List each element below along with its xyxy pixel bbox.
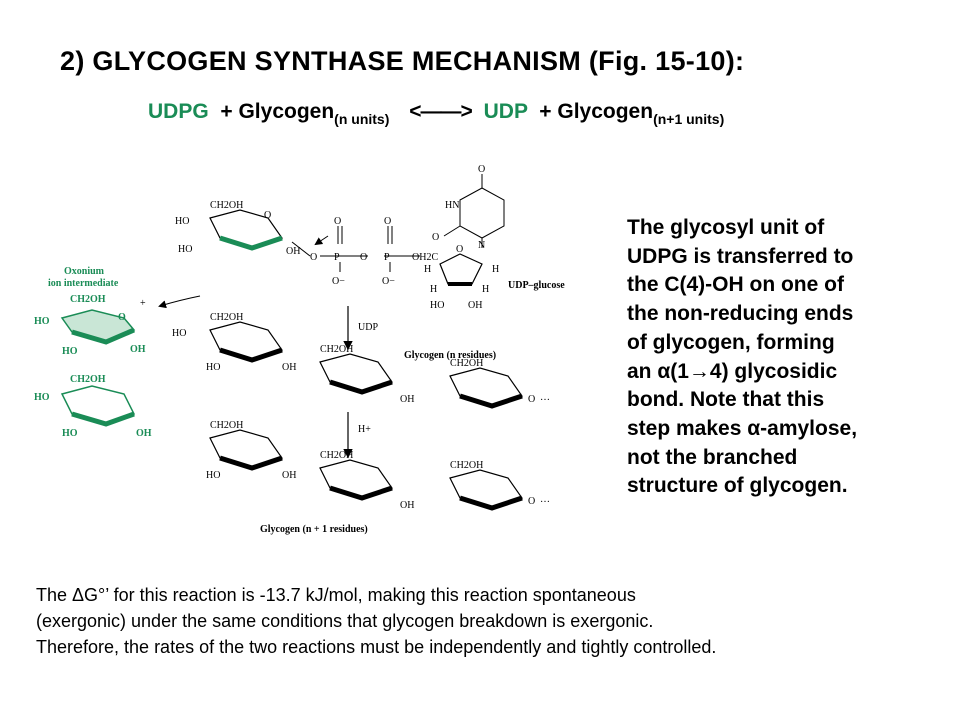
- udp-glucose-ring: [209, 209, 283, 251]
- explanation-line: UDPG is transferred to: [627, 244, 854, 268]
- o-minus-label: O−: [382, 276, 395, 287]
- oh-label: OH: [400, 394, 414, 405]
- note-line: The ΔG°’ for this reaction is -13.7 kJ/m…: [36, 585, 636, 605]
- glycogen-n1-label: Glycogen (n + 1 residues): [260, 524, 368, 535]
- phosphorus-label: P: [334, 252, 340, 263]
- electron-arrow: [314, 235, 329, 246]
- explanation-line: an α(1→4) glycosidic: [627, 359, 838, 383]
- ring-o-label: O: [264, 210, 271, 221]
- uracil-ring: [443, 174, 505, 248]
- h-label: H: [482, 284, 489, 295]
- ho-label: HO: [206, 470, 220, 481]
- glycogen-ring: [319, 459, 393, 501]
- note-line: Therefore, the rates of the two reaction…: [36, 637, 717, 657]
- glucosyl-ring: [60, 385, 136, 427]
- ho-label: HO: [34, 392, 50, 403]
- explanation-line: The glycosyl unit of: [627, 216, 825, 239]
- explanation-line: step makes α-amylose,: [627, 416, 858, 440]
- h-label: H: [424, 264, 431, 275]
- o-label: O: [384, 216, 391, 227]
- o-minus-label: O−: [332, 276, 345, 287]
- o-label: O: [456, 244, 463, 255]
- ho-label: HO: [34, 316, 50, 327]
- ellipsis-label: …: [540, 392, 550, 403]
- ch2oh-label: CH2OH: [320, 344, 353, 355]
- slide-title: 2) GLYCOGEN SYNTHASE MECHANISM (Fig. 15-…: [60, 46, 745, 76]
- oxonium-label: Oxonium: [64, 266, 105, 277]
- ho-label: HO: [430, 300, 444, 311]
- explanation-line: of glycogen, forming: [627, 330, 835, 354]
- h-label: H: [492, 264, 499, 275]
- glycogen-ring: [449, 367, 523, 409]
- ho-label: HO: [175, 216, 189, 227]
- h-label: H: [430, 284, 437, 295]
- ch2oh-label: CH2OH: [450, 460, 483, 471]
- explanation-line: the non-reducing ends: [627, 302, 854, 326]
- oxonium-label: ion intermediate: [48, 278, 119, 289]
- equilibrium-arrow: <——>: [409, 100, 473, 123]
- udp-label: UDP: [358, 322, 378, 333]
- mechanism-explanation: The glycosyl unit of UDPG is transferred…: [627, 214, 947, 501]
- curved-arrow: [158, 295, 201, 309]
- h-plus-label: H+: [358, 424, 371, 435]
- o-label: O: [310, 252, 317, 263]
- glycogen-n1-term: + Glycogen(n+1 units): [539, 100, 725, 127]
- ho-label: HO: [206, 362, 220, 373]
- glycogen-n-label: Glycogen (n residues): [404, 350, 496, 361]
- glycogen-ring: [209, 429, 283, 471]
- ring-o-label: O: [118, 312, 126, 323]
- glycogen-ring: [319, 353, 393, 395]
- udp-glucose-label: UDP–glucose: [508, 280, 565, 291]
- oh-label: OH: [400, 500, 414, 511]
- glycogen-ring: [449, 469, 523, 511]
- o-label: O: [478, 164, 485, 175]
- ho-label: HO: [62, 346, 78, 357]
- explanation-line: bond. Note that this: [627, 388, 825, 412]
- mechanism-figure: CH2OH HO O HO OH O P O P O O O− O− OH2C …: [34, 164, 565, 535]
- ch2oh-label: CH2OH: [70, 294, 106, 305]
- udp-term: UDP: [483, 100, 528, 123]
- oh-label: OH: [130, 344, 146, 355]
- o-label: O: [360, 252, 367, 263]
- explanation-line: the C(4)-OH on one of: [627, 273, 844, 297]
- free-energy-note: The ΔG°’ for this reaction is -13.7 kJ/m…: [36, 582, 951, 660]
- o-label: O: [432, 232, 439, 243]
- oxonium-ring: [60, 309, 136, 345]
- phosphorus-label: P: [384, 252, 390, 263]
- ho-label: HO: [62, 428, 78, 439]
- ch2oh-label: CH2OH: [210, 312, 243, 323]
- ch2oh-label: CH2OH: [320, 450, 353, 461]
- glycogen-ring: [209, 321, 283, 363]
- udpg-term: UDPG: [148, 100, 209, 123]
- hn-label: HN: [445, 200, 459, 211]
- glycogen-n-term: + Glycogen(n units): [220, 100, 390, 127]
- oh-label: OH: [282, 362, 296, 373]
- explanation-line: not the branched: [627, 445, 798, 469]
- ch2oh-label: CH2OH: [210, 200, 243, 211]
- diphosphate-bridge: [291, 226, 420, 272]
- oh-label: OH: [136, 428, 152, 439]
- ellipsis-label: …: [540, 494, 550, 505]
- oh-label: OH: [286, 246, 300, 257]
- ch2oh-label: CH2OH: [210, 420, 243, 431]
- o-label: O: [334, 216, 341, 227]
- oh-label: OH: [282, 470, 296, 481]
- explanation-line: structure of glycogen.: [627, 474, 848, 498]
- ho-label: HO: [178, 244, 192, 255]
- reaction-equation: UDPG + Glycogen(n units) <——> UDP + Glyc…: [148, 100, 725, 127]
- note-line: (exergonic) under the same conditions th…: [36, 611, 654, 631]
- n-label: N: [478, 240, 485, 251]
- ribose-ring: [439, 253, 483, 286]
- o-label: O: [528, 496, 535, 507]
- plus-label: +: [140, 298, 146, 309]
- o-label: O: [528, 394, 535, 405]
- ch2oh-label: CH2OH: [450, 358, 483, 369]
- ch2oh-label: CH2OH: [70, 374, 106, 385]
- oh-label: OH: [468, 300, 482, 311]
- ho-label: HO: [172, 328, 186, 339]
- och2-label: OH2C: [412, 252, 438, 263]
